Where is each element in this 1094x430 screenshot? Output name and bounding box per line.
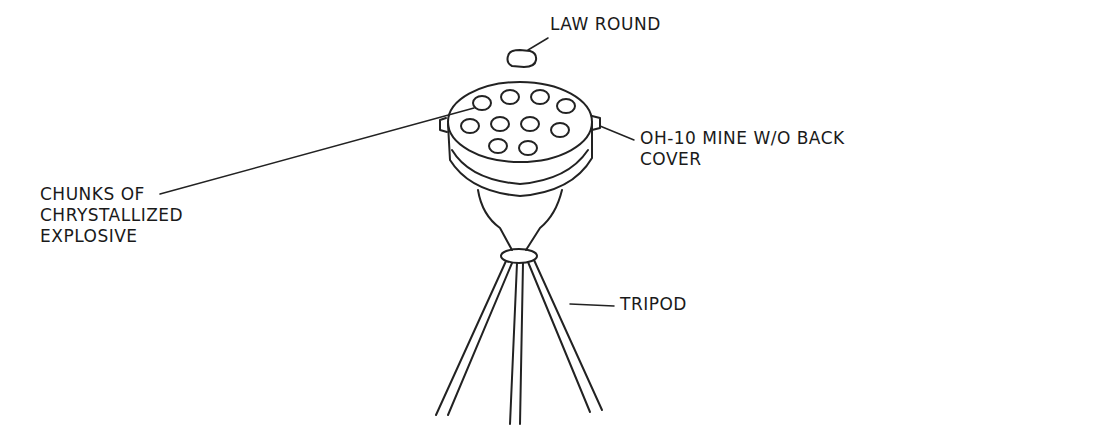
explosive-chunk xyxy=(521,117,539,131)
mine-rim xyxy=(452,150,588,184)
explosive-chunk xyxy=(491,117,509,131)
explosive-chunk xyxy=(557,99,575,113)
part-label: OH-10 MINE W/O BACK COVER xyxy=(640,128,880,170)
explosive-chunk xyxy=(531,90,549,104)
explosive-chunk xyxy=(461,119,479,133)
mine-mount xyxy=(478,190,562,250)
part-label: CHUNKS OF CHRYSTALLIZED EXPLOSIVE xyxy=(40,184,220,247)
explosive-chunk xyxy=(489,139,507,153)
leader-line xyxy=(600,126,634,140)
explosive-chunk xyxy=(519,141,537,155)
part-label: TRIPOD xyxy=(620,294,770,315)
leader-line xyxy=(528,38,548,50)
mine-lug xyxy=(440,118,447,132)
tripod-leg xyxy=(510,263,523,424)
leader-line xyxy=(570,304,614,306)
tripod-leg xyxy=(436,261,512,415)
law-round xyxy=(508,50,537,67)
part-label: LAW ROUND xyxy=(550,14,750,35)
explosive-chunk xyxy=(473,96,491,110)
mine-face xyxy=(448,82,592,162)
explosive-chunk xyxy=(501,90,519,104)
tripod-leg xyxy=(528,260,602,412)
explosive-chunk xyxy=(551,123,569,137)
mine-lug xyxy=(592,116,600,130)
leader-line xyxy=(160,108,474,194)
